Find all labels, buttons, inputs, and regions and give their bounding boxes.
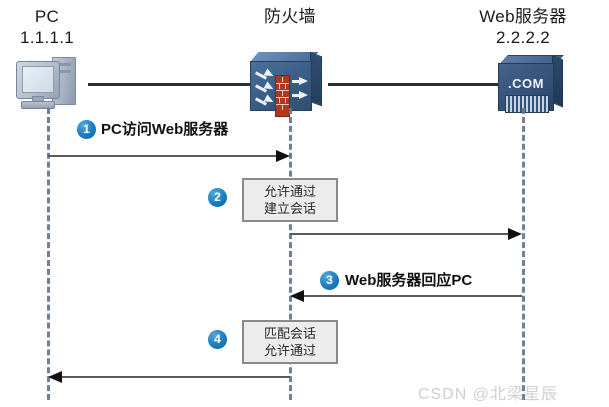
watermark-text: CSDN @北梁星辰 <box>418 386 559 403</box>
server-vent-grille <box>505 95 549 113</box>
step-arrow-3 <box>290 290 522 302</box>
pc-monitor-shape <box>16 61 60 99</box>
step-label-1: PC访问Web服务器 <box>101 121 229 138</box>
firewall-brick-wall <box>275 75 290 117</box>
step-label-3: Web服务器回应PC <box>345 272 473 289</box>
device-address-pc: 1.1.1.1 <box>19 28 75 47</box>
step-arrow-1-head <box>276 150 290 162</box>
desktop-computer-icon <box>14 55 86 111</box>
step-arrow-4-head <box>48 371 62 383</box>
action-box-4-line-1: 匹配会话 <box>263 326 316 341</box>
lifeline-server <box>522 108 525 400</box>
web-server-icon: .COM <box>498 55 566 113</box>
device-label-server: Web服务器 2.2.2.2 <box>479 6 566 48</box>
device-address-server: 2.2.2.2 <box>495 28 551 47</box>
lifeline-pc <box>47 108 50 400</box>
firewall-outbound-arrow-2-tail <box>292 94 301 97</box>
action-box-4: 匹配会话 允许通过 <box>242 320 338 364</box>
device-name-server: Web服务器 <box>479 7 567 26</box>
action-box-2-line-2: 建立会话 <box>263 201 316 216</box>
action-box-2-line-1: 允许通过 <box>263 184 316 199</box>
step-badge-1: 1 <box>77 120 96 139</box>
step-badge-4: 4 <box>208 330 227 349</box>
firewall-icon <box>250 52 326 117</box>
step-arrow-3-shaft <box>304 295 522 297</box>
step-arrow-2-head <box>508 228 522 240</box>
firewall-outbound-arrow-1 <box>299 77 308 85</box>
step-arrow-4-shaft <box>62 376 290 378</box>
firewall-outbound-arrow-1-tail <box>292 80 301 83</box>
step-arrow-3-head <box>290 290 304 302</box>
action-box-4-line-2: 允许通过 <box>263 343 316 358</box>
step-arrow-1-shaft <box>48 155 276 157</box>
step-badge-2: 2 <box>208 188 227 207</box>
step-arrow-4 <box>48 371 290 383</box>
firewall-outbound-arrow-2 <box>299 91 308 99</box>
step-badge-3: 3 <box>320 271 339 290</box>
firewall-front-face <box>250 61 312 117</box>
device-label-firewall: 防火墙 <box>264 6 316 27</box>
lifeline-firewall <box>289 108 292 400</box>
step-arrow-2-shaft <box>290 233 508 235</box>
link-pc-to-firewall <box>88 83 251 86</box>
pc-stand-base <box>21 101 55 109</box>
action-box-2: 允许通过 建立会话 <box>242 178 338 222</box>
device-name-firewall: 防火墙 <box>264 7 316 26</box>
step-arrow-1 <box>48 150 290 162</box>
device-name-pc: PC <box>34 7 60 26</box>
step-arrow-2 <box>290 228 522 240</box>
pc-screen-shape <box>22 66 54 93</box>
server-dotcom-label: .COM <box>508 76 544 91</box>
link-firewall-to-server <box>328 83 498 86</box>
device-label-pc: PC 1.1.1.1 <box>20 6 74 48</box>
server-front-face: .COM <box>498 63 554 113</box>
